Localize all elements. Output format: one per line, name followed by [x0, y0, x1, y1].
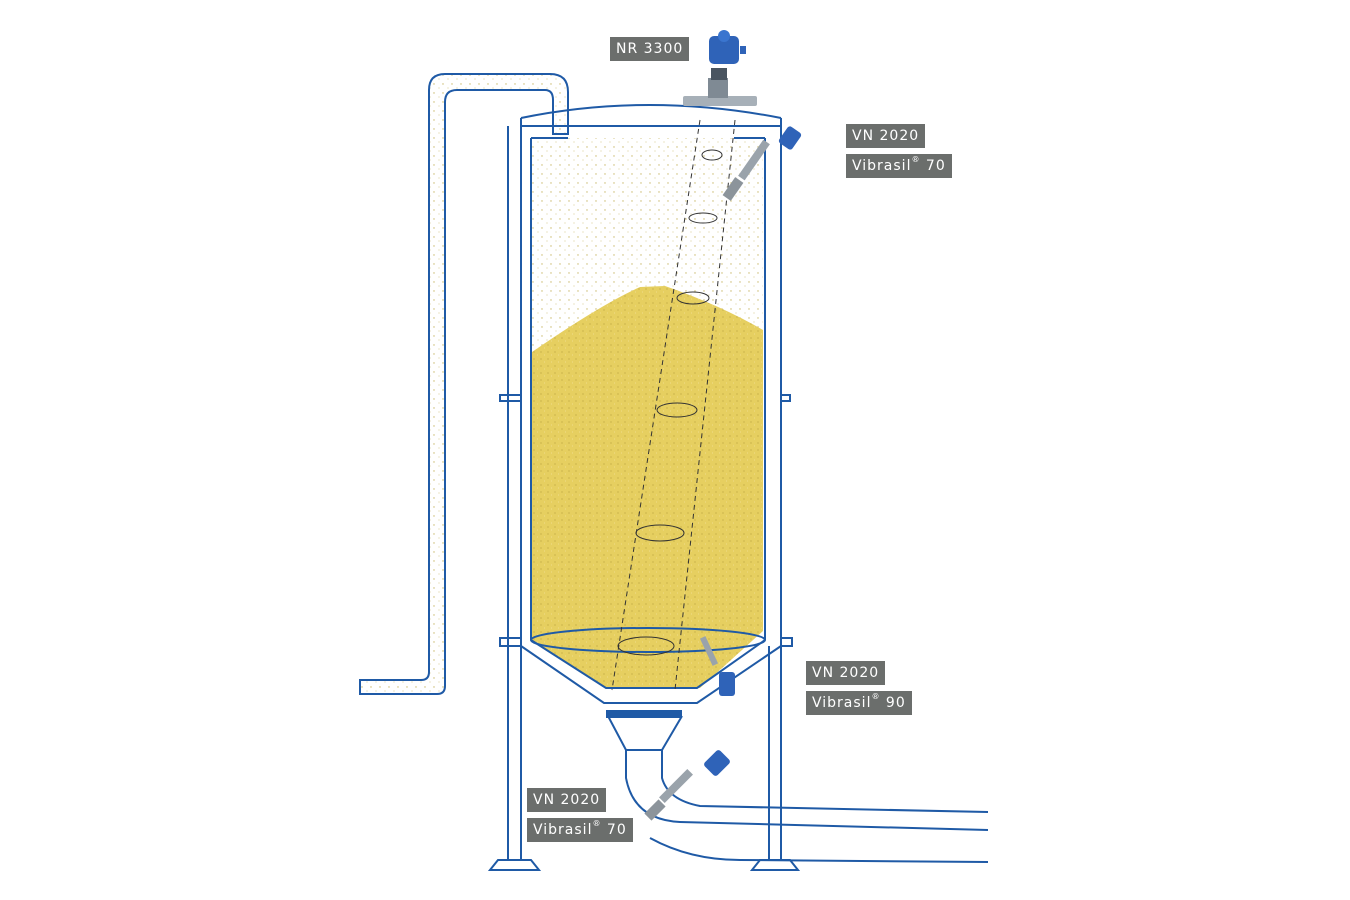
label-vibrasil70-top: Vibrasil® 70	[846, 154, 952, 178]
radar-level-sensor-icon	[683, 30, 757, 106]
label-vn2020-mid: VN 2020	[806, 661, 886, 685]
silo-body	[487, 104, 989, 871]
bulk-material	[532, 286, 763, 688]
inlet-pipe	[359, 73, 569, 695]
outlet-band	[606, 710, 682, 718]
label-vibrasil70-bottom: Vibrasil® 70	[527, 818, 633, 842]
label-vn2020-top: VN 2020	[846, 124, 926, 148]
label-vn2020-bottom: VN 2020	[527, 788, 607, 812]
vibrating-fork-sensor-icon	[699, 636, 735, 696]
radar-beam	[611, 119, 736, 691]
vibrating-fork-sensor-icon	[644, 750, 730, 821]
label-vibrasil90-mid: Vibrasil® 90	[806, 691, 912, 715]
vibrating-fork-sensor-icon	[722, 126, 802, 201]
label-nr3300: NR 3300	[610, 37, 690, 61]
